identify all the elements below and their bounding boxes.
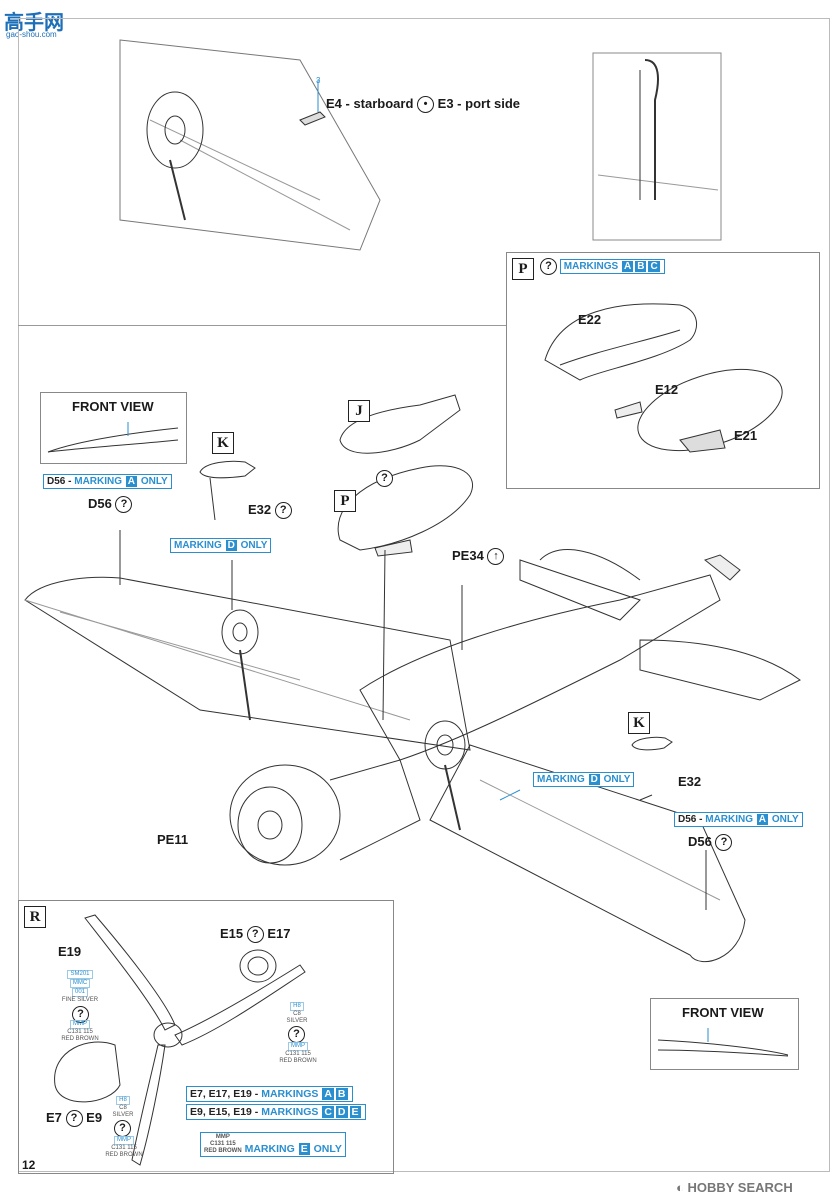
part-e32-left: E32 ? — [248, 502, 292, 520]
paint-fine-silver: SM201 MMC 001 FINE SILVER — [61, 970, 99, 1003]
question-icon: ? — [114, 1120, 131, 1138]
front-view-left-box — [40, 392, 187, 464]
footer-logo: ◐ HOBBY SEARCH — [676, 1180, 793, 1195]
paint-red-brown-1: MMP C131 115 RED BROWN — [61, 1020, 99, 1042]
question-icon: ? — [715, 834, 733, 852]
paint-silver-1: H8 C8 SILVER — [286, 1002, 308, 1024]
site-logo: 高手网 — [4, 6, 64, 35]
site-logo-text: 高手网 — [4, 12, 64, 34]
part-e15-e17: E15 ? E17 — [220, 926, 291, 944]
paint-question-1: ? — [72, 1006, 89, 1024]
question-icon: ? — [246, 926, 264, 944]
callout-number: 3 — [316, 76, 321, 85]
p-panel — [506, 252, 820, 489]
paint-silver-2: H8 C8 SILVER — [112, 1096, 134, 1118]
d56-marking-a-note-right: D56 - MARKING A ONLY — [674, 812, 803, 827]
question-icon: ? — [288, 1026, 305, 1044]
step-r-badge: R — [24, 906, 46, 928]
e4-starboard-label: E4 - starboard • E3 - port side — [326, 96, 520, 114]
marking-d-only-right: MARKING D ONLY — [533, 772, 635, 787]
j-question: ? — [376, 470, 393, 488]
step-j-badge: J — [348, 400, 370, 422]
hobby-search-icon: ◐ — [676, 1180, 684, 1195]
r-panel — [18, 900, 394, 1174]
line3-paint-chip: MMP C131 115 RED BROWN — [204, 1134, 242, 1154]
question-icon: ? — [376, 470, 393, 488]
part-d56-left: D56 ? — [88, 496, 133, 514]
front-view-left-title: FRONT VIEW — [72, 399, 154, 414]
part-e21: E21 — [734, 428, 758, 443]
step-p-small-badge: P — [334, 490, 356, 512]
part-e12: E12 — [655, 382, 679, 397]
part-d56-right: D56 ? — [688, 834, 733, 852]
front-view-right-title: FRONT VIEW — [682, 1005, 764, 1020]
paint-red-brown-2: MMP C131 115 RED BROWN — [279, 1042, 317, 1064]
section-divider — [18, 325, 506, 326]
part-e22: E22 — [578, 312, 602, 327]
question-icon: ? — [65, 1110, 83, 1128]
marking-letter: B — [635, 261, 647, 273]
marking-d-only-left: MARKING D ONLY — [170, 538, 272, 553]
site-url: gao-shou.com — [6, 30, 57, 39]
front-view-right-box — [650, 998, 799, 1070]
part-pe11: PE11 — [157, 832, 189, 847]
step-k-right: K — [628, 712, 650, 734]
question-icon: ? — [274, 502, 292, 520]
question-icon: ? — [540, 258, 557, 275]
question-icon: ? — [115, 496, 133, 514]
marking-letter: A — [622, 261, 634, 273]
d56-marking-a-note: D56 - MARKING A ONLY — [43, 474, 172, 489]
part-e7-e9: E7 ? E9 — [46, 1110, 102, 1128]
paint-red-brown-3: MMP C131 115 RED BROWN — [105, 1136, 143, 1158]
step-p-badge: P — [512, 258, 534, 280]
mirror-icon: • — [417, 96, 435, 114]
step-k-left: K — [212, 432, 234, 454]
arrow-up-icon: ↑ — [487, 548, 505, 566]
page-frame — [18, 18, 830, 1172]
part-e32-right: E32 — [678, 774, 702, 789]
part-e19: E19 — [58, 944, 82, 959]
page-number: 12 — [22, 1158, 36, 1172]
r-markings-line-3: MMP C131 115 RED BROWN MARKING E ONLY — [200, 1132, 346, 1157]
marking-letter: C — [648, 261, 660, 273]
part-pe34: PE34 ↑ — [452, 548, 505, 566]
question-icon: ? — [72, 1006, 89, 1024]
